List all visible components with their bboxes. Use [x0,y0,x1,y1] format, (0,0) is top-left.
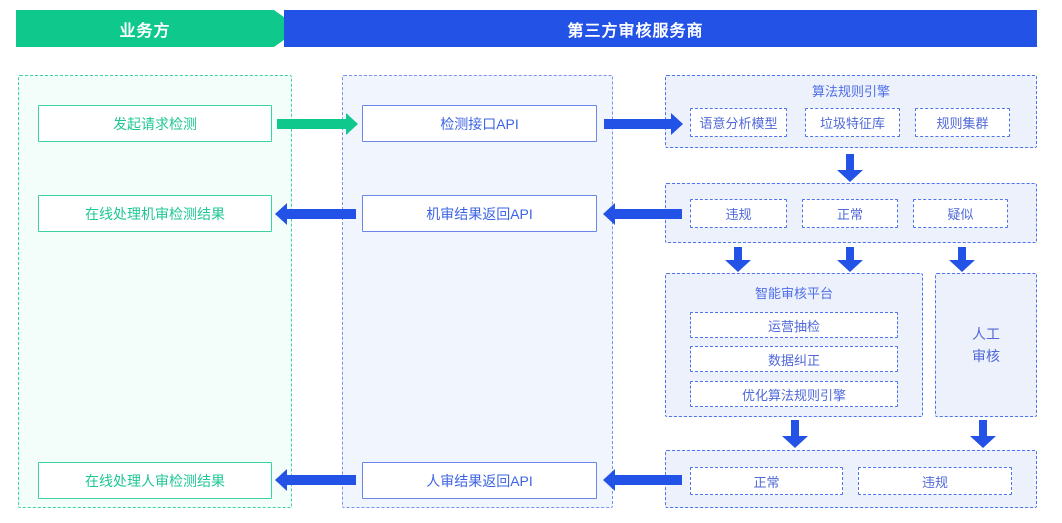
handle-machine-result-box: 在线处理机审检测结果 [38,195,272,232]
provider-banner-label: 第三方审核服务商 [567,22,704,40]
arrow-right-request-to-detect-api-icon [277,113,358,135]
manual-review-group: 人工审核 [935,273,1037,417]
arrow-down-normal-to-platform-icon [837,247,863,272]
manual-review-label: 人工审核 [972,326,1000,364]
machine-result-api-box: 机审结果返回API [362,195,597,232]
request-detect-box: 发起请求检测 [38,105,272,142]
verdict-normal-box: 正常 [802,199,898,228]
api-lane [342,75,613,508]
arrow-left-verdict-to-machine-api-icon [603,203,682,225]
business-lane [18,75,292,508]
final-violation-box: 违规 [858,467,1012,495]
arrow-down-manual-to-final-icon [970,420,996,448]
optimize-engine-box: 优化算法规则引擎 [690,381,898,407]
arrow-down-violation-to-platform-icon [725,247,751,272]
arrow-down-platform-to-final-icon [782,420,808,448]
data-correction-box: 数据纠正 [690,346,898,372]
verdict-suspect-box: 疑似 [913,199,1008,228]
provider-banner: 第三方审核服务商 [284,10,1037,47]
verdict-violation-box: 违规 [690,199,787,228]
arrow-right-detect-api-to-engine-icon [604,113,683,135]
handle-manual-result-box: 在线处理人审检测结果 [38,462,272,499]
arrow-left-machine-api-to-business-icon [275,203,356,225]
final-normal-box: 正常 [690,467,843,495]
engine-group-title: 算法规则引擎 [811,84,890,99]
semantic-model-box: 语意分析模型 [690,108,787,137]
platform-group-title: 智能审核平台 [754,286,833,301]
rule-cluster-box: 规则集群 [915,108,1010,137]
arrow-left-final-to-manual-api-icon [603,469,682,491]
arrow-left-manual-api-to-business-icon [275,469,356,491]
arrow-down-engine-to-verdict-icon [837,154,863,182]
business-banner: 业务方 [16,10,300,47]
arrow-down-suspect-to-manual-icon [949,247,975,272]
manual-result-api-box: 人审结果返回API [362,462,597,499]
spam-feature-box: 垃圾特征库 [805,108,900,137]
detect-api-box: 检测接口API [362,105,597,142]
spot-check-box: 运营抽检 [690,312,898,338]
business-banner-label: 业务方 [119,22,171,40]
